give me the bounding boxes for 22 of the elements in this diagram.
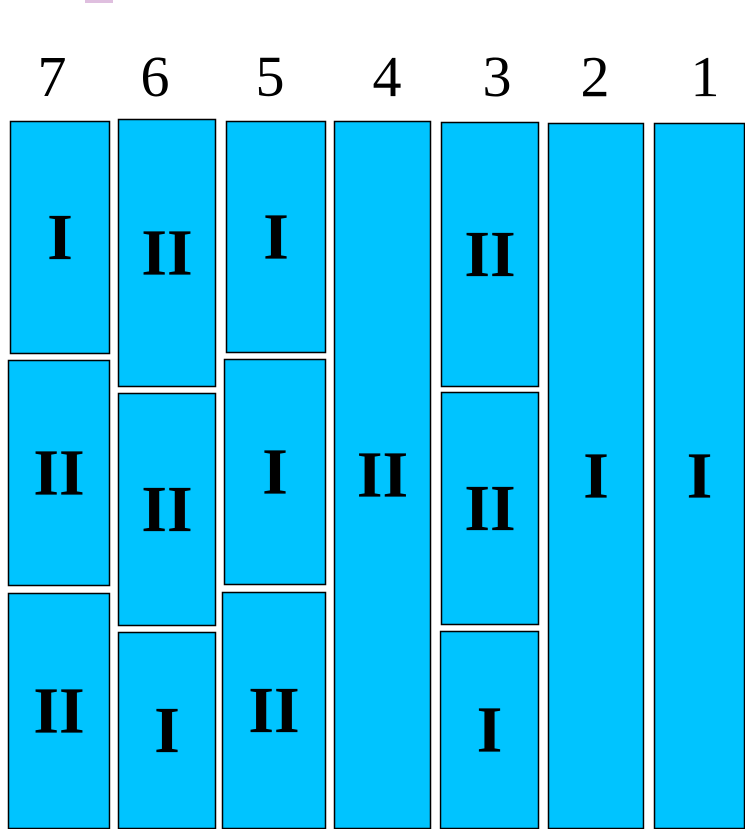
- column-segment: II: [8, 360, 110, 586]
- column-segment: II: [334, 120, 432, 829]
- column-segment: II: [440, 122, 540, 388]
- column-segment: I: [548, 122, 644, 829]
- column-number: 6: [143, 58, 168, 96]
- column-segment: II: [222, 592, 326, 829]
- column-segment: II: [8, 592, 110, 829]
- column-number: 5: [258, 58, 282, 96]
- column-segment: I: [224, 358, 326, 586]
- column-segment: II: [118, 118, 216, 388]
- column-number: 1: [696, 58, 716, 96]
- column-segment: I: [10, 120, 110, 354]
- column-segment: I: [440, 630, 540, 829]
- column-number: 2: [583, 58, 606, 96]
- column-segment: I: [654, 122, 745, 829]
- column-segment: II: [118, 392, 216, 626]
- column-segment: I: [118, 632, 216, 829]
- column-segment: I: [226, 120, 326, 354]
- column-number: 7: [41, 58, 65, 96]
- column-number: 3: [485, 58, 510, 96]
- column-number: 4: [374, 58, 401, 96]
- column-segment: II: [440, 392, 540, 626]
